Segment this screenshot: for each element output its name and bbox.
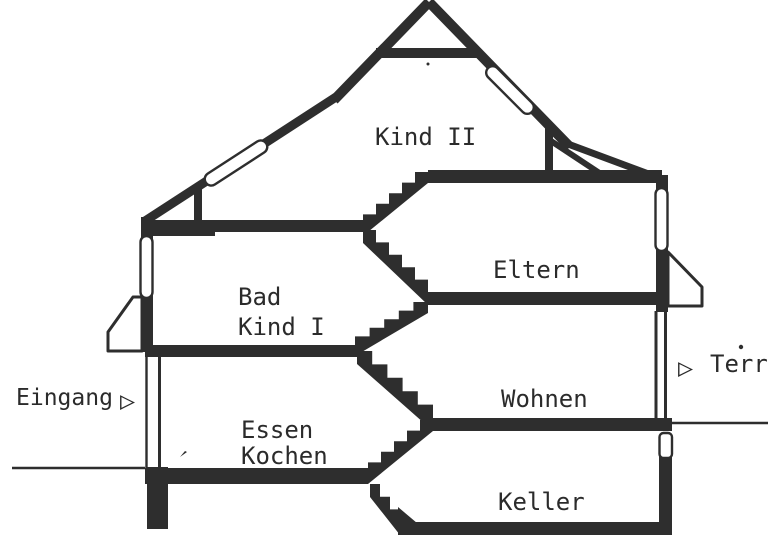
scan-speckle-1: [180, 451, 187, 457]
left-wall-mid: [141, 295, 153, 352]
room-label-kind2: Kind II: [375, 123, 477, 151]
room-label-essen: Essen: [241, 416, 314, 444]
scan-speckle-2: [738, 344, 744, 350]
scan-speckle-3: [426, 62, 430, 66]
stairs-down-to-wohnen: [357, 351, 434, 431]
room-label-wohnen: Wohnen: [501, 385, 588, 413]
right-wall-mid: [656, 246, 668, 312]
entrance-arrow-icon: ▷: [120, 386, 136, 415]
room-label-kochen: Kochen: [241, 442, 328, 470]
basement-window: [658, 431, 674, 460]
stairs-down-to-eltern: [363, 230, 428, 305]
label-eingang: Eingang: [16, 385, 113, 411]
stairs-down-to-keller: [370, 484, 400, 535]
slab-kind2-floor: [428, 170, 662, 183]
roof-window-left: [203, 139, 269, 187]
left-wall-window: [139, 234, 154, 300]
label-terrasse: Terr: [710, 350, 768, 378]
slab-ground-left: [145, 468, 368, 484]
stairs-up-to-eltern-level: [355, 301, 429, 356]
right-wall-window: [654, 186, 669, 253]
room-label-eltern: Eltern: [493, 256, 580, 284]
terrace-arrow-icon: ▷: [678, 353, 694, 382]
slab-attic-left: [145, 220, 365, 236]
stairs-keller-foot-wedge: [398, 507, 430, 534]
left-foundation: [147, 467, 168, 529]
left-wall-top: [141, 217, 153, 239]
slab-eltern-floor: [428, 292, 668, 305]
entrance-canopy: [106, 295, 144, 353]
room-label-keller: Keller: [498, 488, 585, 516]
slab-wohnen-floor: [433, 418, 672, 431]
right-wall-basement: [659, 455, 672, 523]
room-label-kind1: Kind I: [238, 313, 325, 341]
stairs-up-to-wohnen-level: [368, 419, 433, 484]
slab-bad-floor: [145, 345, 357, 357]
slab-keller-floor: [398, 522, 672, 535]
room-label-bad: Bad: [238, 283, 282, 311]
roof-window-right: [484, 64, 536, 116]
stairs-up-to-kind2: [363, 171, 428, 236]
terrace-canopy: [666, 250, 704, 308]
